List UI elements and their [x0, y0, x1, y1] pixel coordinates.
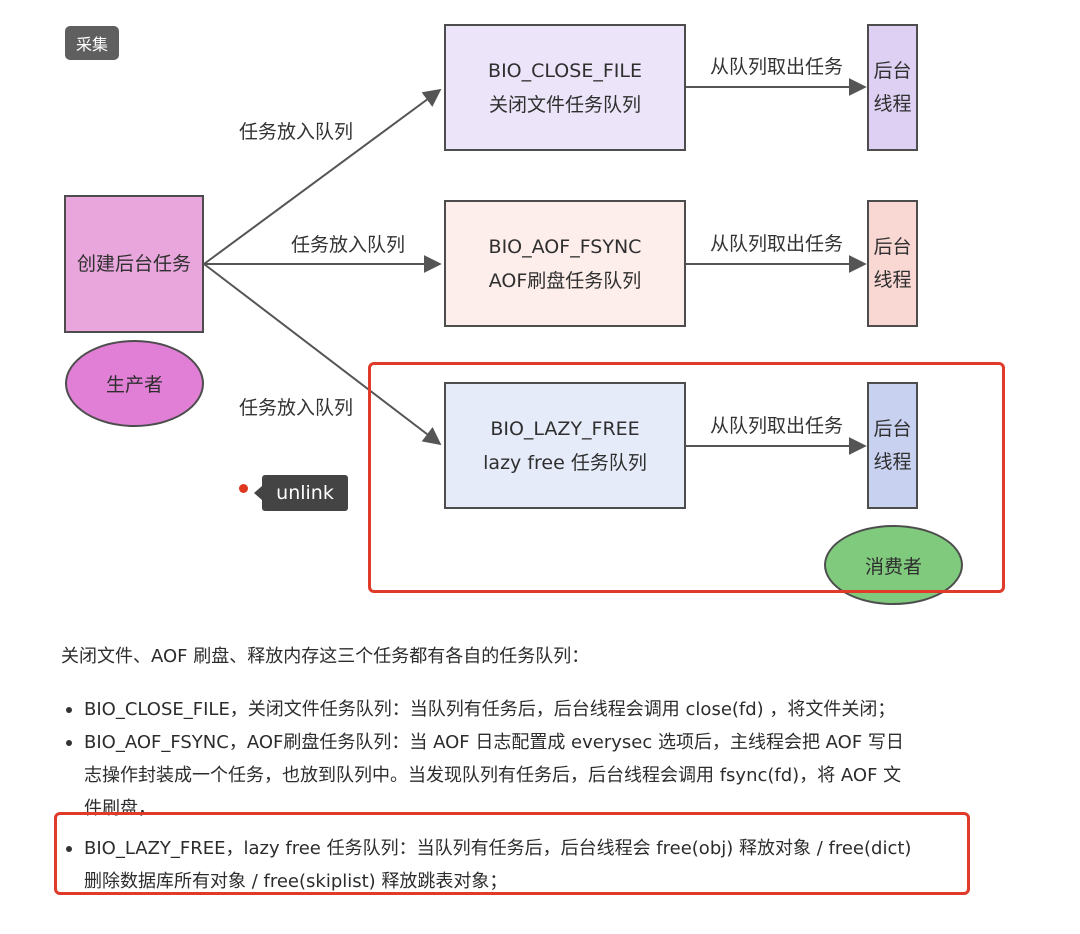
bullet-2-line1: BIO_AOF_FSYNC，AOF刷盘任务队列：当 AOF 日志配置成 ever…	[84, 732, 904, 753]
thread-3-line2: 线程	[873, 450, 912, 473]
queue-aof-fsync-desc: AOF刷盘任务队列	[488, 269, 642, 292]
thread-3-line1: 后台	[873, 417, 912, 440]
list-item: BIO_AOF_FSYNC，AOF刷盘任务队列：当 AOF 日志配置成 ever…	[64, 726, 964, 825]
consumer-label: 消费者	[864, 555, 922, 578]
bullet-3-line2: 删除数据库所有对象 / free(skiplist) 释放跳表对象；	[84, 871, 508, 892]
intro-text: 关闭文件、AOF 刷盘、释放内存这三个任务都有各自的任务队列：	[61, 646, 590, 667]
producer-ellipse: 生产者	[65, 340, 204, 427]
bullet-icon	[66, 846, 72, 852]
thread-2-line1: 后台	[873, 235, 912, 258]
dequeue-label-1: 从队列取出任务	[710, 56, 844, 78]
thread-1-line2: 线程	[873, 92, 912, 115]
queue-lazy-free-name: BIO_LAZY_FREE	[490, 417, 640, 440]
enqueue-label-2: 任务放入队列	[291, 234, 406, 256]
queue-close-file: BIO_CLOSE_FILE 关闭文件任务队列	[444, 24, 686, 151]
annotation-dot-icon	[239, 484, 248, 493]
bullet-icon	[66, 740, 72, 746]
list-item: BIO_CLOSE_FILE，关闭文件任务队列：当队列有任务后，后台线程会调用 …	[64, 693, 964, 726]
enqueue-label-3: 任务放入队列	[239, 397, 354, 419]
list-item: BIO_LAZY_FREE，lazy free 任务队列：当队列有任务后，后台线…	[64, 832, 964, 898]
thread-2-line2: 线程	[873, 268, 912, 291]
thread-1-line1: 后台	[873, 59, 912, 82]
lazy-free-highlight	[368, 362, 1005, 593]
arrow-to-lazy-free	[203, 263, 442, 446]
background-thread-1: 后台 线程	[867, 24, 918, 151]
bullet-1-text: BIO_CLOSE_FILE，关闭文件任务队列：当队列有任务后，后台线程会调用 …	[84, 699, 896, 720]
bullet-icon	[66, 707, 72, 713]
dequeue-label-2: 从队列取出任务	[710, 233, 844, 255]
unlink-tooltip: unlink	[254, 475, 348, 511]
queue-close-file-name: BIO_CLOSE_FILE	[488, 59, 642, 82]
producer-label: 生产者	[105, 374, 163, 396]
queue-aof-fsync: BIO_AOF_FSYNC AOF刷盘任务队列	[444, 200, 686, 327]
task-queue-list: BIO_CLOSE_FILE，关闭文件任务队列：当队列有任务后，后台线程会调用 …	[64, 693, 964, 898]
queue-close-file-desc: 关闭文件任务队列	[488, 93, 641, 116]
enqueue-label-1: 任务放入队列	[239, 121, 354, 143]
queue-lazy-free-desc: lazy free 任务队列	[483, 451, 647, 474]
bullet-3-line1: BIO_LAZY_FREE，lazy free 任务队列：当队列有任务后，后台线…	[84, 838, 912, 859]
dequeue-label-3: 从队列取出任务	[710, 415, 844, 437]
background-thread-3: 后台 线程	[867, 382, 918, 509]
arrow-to-close-file	[203, 88, 442, 265]
lazy-free-text-highlight	[54, 812, 970, 895]
background-thread-2: 后台 线程	[867, 200, 918, 327]
queue-aof-fsync-name: BIO_AOF_FSYNC	[488, 235, 642, 258]
create-background-task-label: 创建后台任务	[76, 253, 191, 275]
collect-badge[interactable]: 采集	[65, 26, 119, 60]
create-background-task-box: 创建后台任务	[64, 195, 204, 333]
bullet-2-line2: 志操作封装成一个任务，也放到队列中。当发现队列有任务后，后台线程会调用 fsyn…	[84, 765, 902, 786]
queue-lazy-free: BIO_LAZY_FREE lazy free 任务队列	[444, 382, 686, 509]
